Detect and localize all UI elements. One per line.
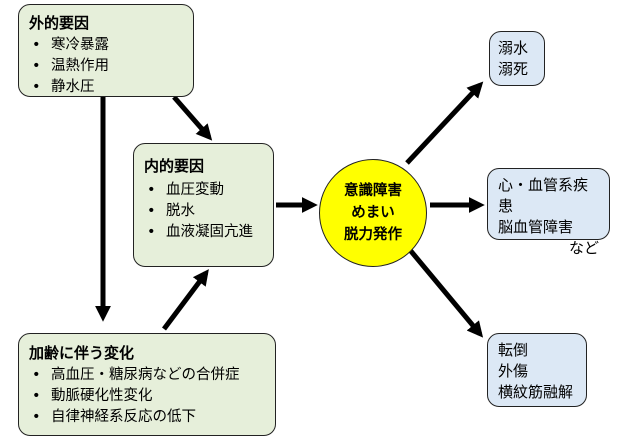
internal-factors-box: 内的要因 血圧変動 脱水 血液凝固亢進 — [133, 143, 274, 267]
external-factors-box: 外的要因 寒冷暴露 温熱作用 静水圧 — [18, 4, 194, 98]
list-item: 血液凝固亢進 — [144, 222, 263, 243]
outcome-line: など — [568, 239, 599, 257]
list-item: 自律神経系反応の低下 — [29, 407, 265, 428]
list-item: 寒冷暴露 — [29, 35, 183, 56]
arrow-center-to-drowning — [405, 81, 484, 165]
center-symptoms-circle: 意識障害 めまい 脱力発作 — [319, 159, 427, 267]
list-item: 血圧変動 — [144, 180, 263, 201]
internal-factors-list: 血圧変動 脱水 血液凝固亢進 — [144, 180, 263, 243]
outcome-line: 溺死 — [498, 60, 529, 78]
internal-factors-title: 内的要因 — [144, 157, 205, 175]
outcome-line: 心・血管系疾患 — [498, 176, 589, 215]
aging-changes-list: 高血圧・糖尿病などの合併症 動脈硬化性変化 自律神経系反応の低下 — [29, 365, 265, 428]
outcome-line: 転倒 — [498, 341, 529, 359]
external-factors-title: 外的要因 — [29, 14, 90, 32]
external-factors-list: 寒冷暴露 温熱作用 静水圧 — [29, 35, 183, 98]
arrow-external-to-internal — [172, 95, 213, 141]
center-line: 脱力発作 — [344, 227, 402, 243]
center-line: 意識障害 — [344, 183, 402, 199]
aging-changes-title: 加齢に伴う変化 — [29, 344, 135, 362]
list-item: 高血圧・糖尿病などの合併症 — [29, 365, 265, 386]
outcome-line: 溺水 — [498, 39, 529, 57]
drowning-box: 溺水 溺死 — [489, 31, 545, 86]
center-line: めまい — [351, 205, 395, 221]
outcome-line: 横紋筋融解 — [498, 383, 574, 401]
list-item: 動脈硬化性変化 — [29, 386, 265, 407]
aging-changes-box: 加齢に伴う変化 高血圧・糖尿病などの合併症 動脈硬化性変化 自律神経系反応の低下 — [18, 333, 276, 436]
cardio-box: 心・血管系疾患 脳血管障害 など — [487, 168, 610, 257]
fall-box: 転倒 外傷 横紋筋融解 — [487, 333, 587, 407]
outcome-line: 外傷 — [498, 362, 529, 380]
outcome-line: 脳血管障害 — [498, 218, 574, 236]
arrow-aging-to-internal — [162, 269, 209, 331]
list-item: 静水圧 — [29, 77, 183, 98]
list-item: 温熱作用 — [29, 56, 183, 77]
list-item: 脱水 — [144, 201, 263, 222]
arrow-center-to-fall — [408, 248, 484, 338]
